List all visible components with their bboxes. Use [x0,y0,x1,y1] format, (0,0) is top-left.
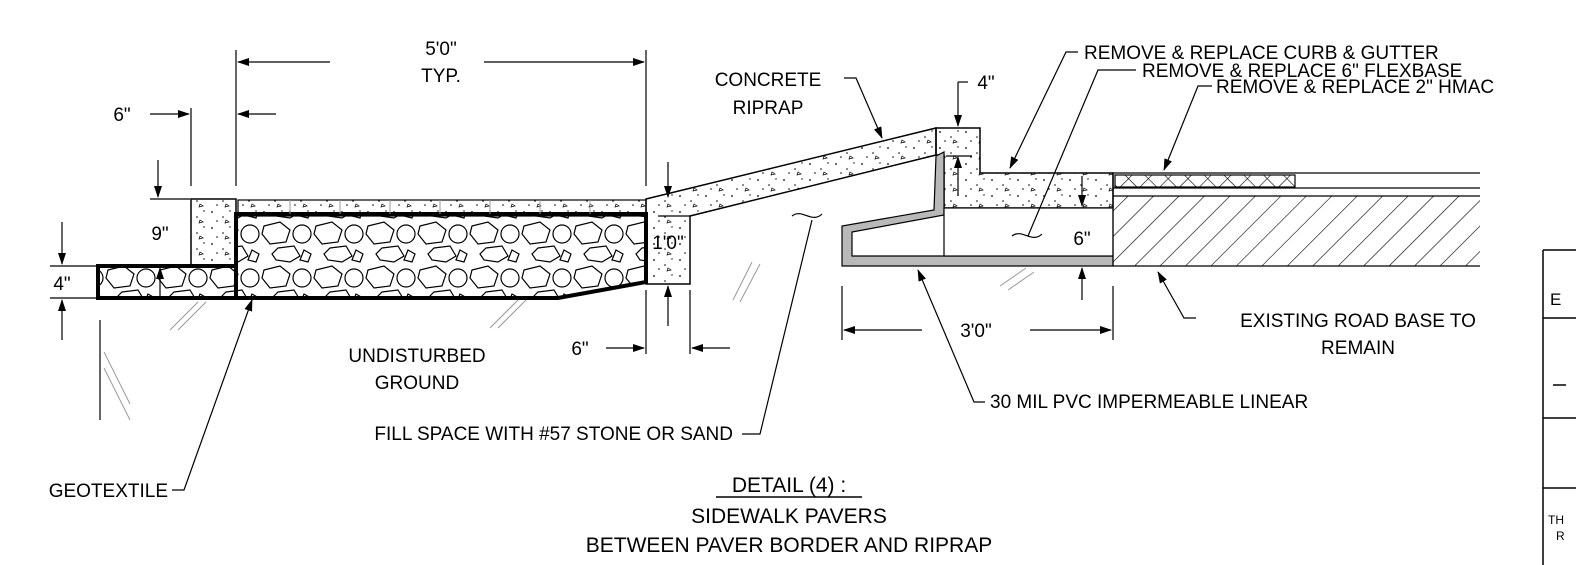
callout-undisturbed-1: UNDISTURBED [348,346,485,367]
stone-base [234,212,648,300]
callout-flexbase: REMOVE & REPLACE 6" FLEXBASE [1142,61,1462,82]
dimension-lines [50,50,1114,420]
dim-width-3ft: 3'0" [960,321,992,342]
callout-curb-gutter: REMOVE & REPLACE CURB & GUTTER [1084,43,1439,64]
callout-riprap: RIPRAP [733,98,804,119]
title-block-note-1: TH [1548,513,1564,527]
hmac-layer [1114,174,1296,188]
title-line-2: BETWEEN PAVER BORDER AND RIPRAP [586,534,992,557]
curb-and-gutter [935,127,1114,209]
title-block-label: E [1550,290,1561,309]
dim-flexbase-6in: 6" [1073,229,1090,250]
callout-undisturbed-2: GROUND [375,373,459,394]
dim-curb-4in: 4" [977,73,994,94]
dimension-labels: 5'0" TYP. 6" 9" 4" 1'0" 6" 4" 6" 3'0" [53,39,1090,360]
ground-hatching [103,261,1035,421]
callout-geotextile: GEOTEXTILE [49,481,168,502]
dim-border-6in: 6" [113,105,130,126]
paver-border [190,198,237,268]
callout-road-base-2: REMAIN [1321,338,1395,359]
leader-lines [172,51,1212,491]
title-line-1: SIDEWALK PAVERS [691,505,887,528]
title-detail: DETAIL (4) : [732,474,846,497]
dim-typ: TYP. [421,66,461,87]
paver-joints [289,200,591,214]
paver-course [237,199,647,217]
callout-pvc-liner: 30 MIL PVC IMPERMEABLE LINEAR [990,392,1308,413]
title-block-note-2: R [1556,529,1565,543]
callout-road-base-1: EXISTING ROAD BASE TO [1240,311,1476,332]
dim-riprap-1ft: 1'0" [652,233,684,254]
callout-hmac: REMOVE & REPLACE 2" HMAC [1216,77,1494,98]
callout-labels: CONCRETE RIPRAP REMOVE & REPLACE CURB & … [49,43,1494,502]
geotextile-base [96,264,238,300]
callout-concrete: CONCRETE [715,70,822,91]
dim-5ft: 5'0" [425,39,457,60]
existing-road-base [1113,196,1480,266]
title-block [1542,249,1576,565]
paver-section [96,198,648,300]
callout-fill-space: FILL SPACE WITH #57 STONE OR SAND [374,424,733,445]
dim-depth-4in: 4" [53,274,70,295]
dim-riprap-6in: 6" [571,339,588,360]
detail-title: DETAIL (4) : SIDEWALK PAVERS BETWEEN PAV… [586,474,992,557]
dim-depth-9in: 9" [151,224,168,245]
